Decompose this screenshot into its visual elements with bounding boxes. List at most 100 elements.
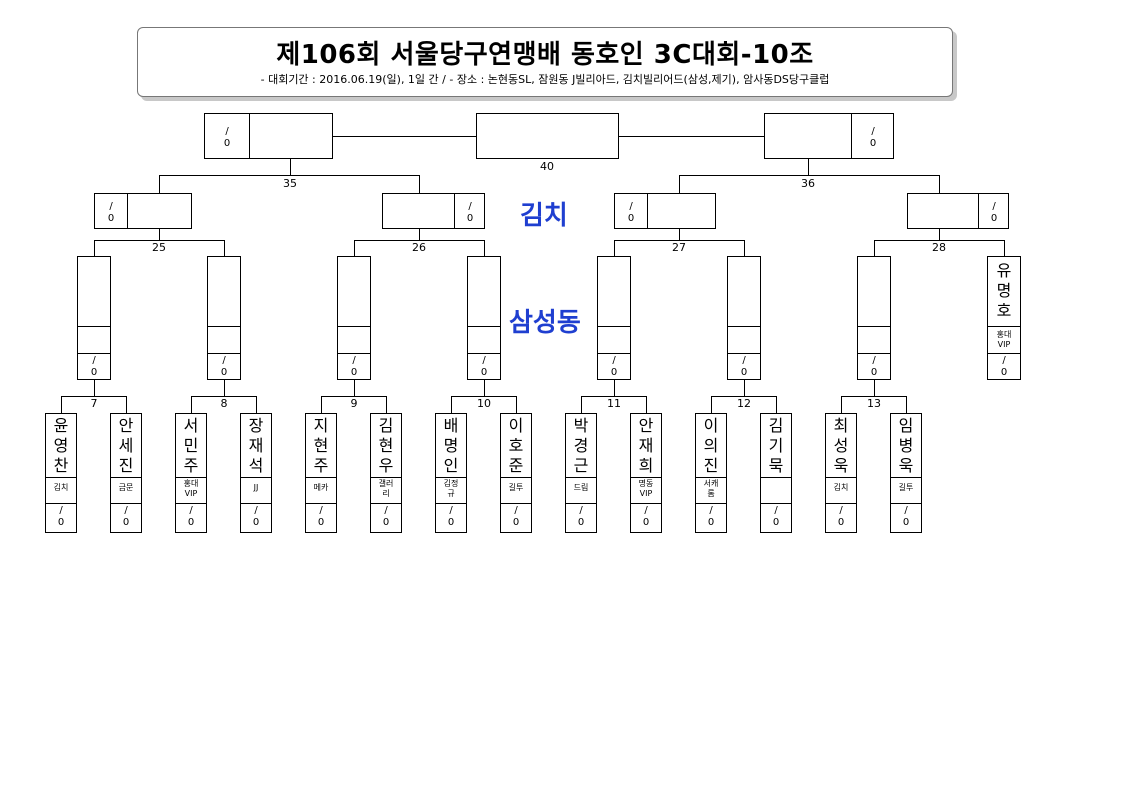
bracket-line xyxy=(874,240,1005,241)
bracket-line xyxy=(159,229,160,240)
player-club: 김정 규 xyxy=(443,479,459,498)
bracket-line xyxy=(321,396,387,397)
player-name: 윤 영 찬 xyxy=(53,416,69,475)
match-number: 40 xyxy=(540,160,554,173)
score-slash: / xyxy=(871,126,875,137)
score-value: 0 xyxy=(107,213,115,224)
score-value: 0 xyxy=(837,517,845,528)
score-slash: / xyxy=(384,505,388,516)
score-value: 0 xyxy=(90,367,98,378)
score-value: 0 xyxy=(512,517,520,528)
player-name: 지 현 주 xyxy=(313,416,329,475)
player-club: 홍대 VIP xyxy=(996,330,1012,349)
semifinal-slot: /0 xyxy=(204,113,333,159)
player-name: 김 현 우 xyxy=(378,416,394,475)
divider xyxy=(858,353,890,354)
bracket-line xyxy=(841,396,842,413)
divider xyxy=(306,477,336,478)
score-value: 0 xyxy=(627,213,635,224)
bracket-line xyxy=(906,396,907,413)
score-value: 0 xyxy=(990,213,998,224)
bracket-line xyxy=(484,380,485,396)
match-number: 28 xyxy=(932,241,946,254)
player-name: 이 의 진 xyxy=(703,416,719,475)
bracket-line xyxy=(191,396,257,397)
divider xyxy=(696,503,726,504)
player-name: 이 호 준 xyxy=(508,416,524,475)
player-club: JJ xyxy=(253,483,259,492)
divider xyxy=(631,503,661,504)
bracket-line xyxy=(614,240,615,256)
score-slash: / xyxy=(514,505,518,516)
bracket-line xyxy=(386,396,387,413)
score-value: 0 xyxy=(1000,367,1008,378)
divider xyxy=(891,477,921,478)
bracket-line xyxy=(419,175,420,193)
divider xyxy=(371,503,401,504)
score-value: 0 xyxy=(317,517,325,528)
score-slash: / xyxy=(124,505,128,516)
score-value: 0 xyxy=(223,138,231,149)
score-value: 0 xyxy=(480,367,488,378)
round2-slot: /0 xyxy=(337,256,371,380)
player-name: 김 기 묵 xyxy=(768,416,784,475)
player-name: 임 병 욱 xyxy=(898,416,914,475)
match-number: 26 xyxy=(412,241,426,254)
bracket-line xyxy=(354,240,355,256)
score-slash: / xyxy=(189,505,193,516)
bracket-line xyxy=(321,396,322,413)
divider xyxy=(647,194,648,228)
player-club: 서캐 롬 xyxy=(703,479,719,498)
round2-slot: /0 xyxy=(857,256,891,380)
player-club: 금문 xyxy=(118,483,134,492)
bracket-line xyxy=(679,175,680,193)
score-value: 0 xyxy=(740,367,748,378)
score-slash: / xyxy=(774,505,778,516)
bracket-line xyxy=(614,240,745,241)
divider xyxy=(46,477,76,478)
divider xyxy=(826,503,856,504)
player-club: 길투 xyxy=(508,483,524,492)
divider xyxy=(761,477,791,478)
divider xyxy=(858,326,890,327)
divider xyxy=(728,326,760,327)
divider xyxy=(176,477,206,478)
score-value: 0 xyxy=(772,517,780,528)
score-slash: / xyxy=(352,355,356,366)
score-value: 0 xyxy=(869,138,877,149)
divider xyxy=(436,503,466,504)
divider xyxy=(696,477,726,478)
divider xyxy=(761,503,791,504)
divider xyxy=(988,353,1020,354)
region-label-samseong: 삼성동 xyxy=(509,308,581,338)
round2-slot: /0 xyxy=(467,256,501,380)
bracket-line xyxy=(61,396,62,413)
match-number: 7 xyxy=(90,397,98,410)
divider xyxy=(241,503,271,504)
match-number: 11 xyxy=(607,397,621,410)
divider xyxy=(249,114,250,158)
score-slash: / xyxy=(579,505,583,516)
divider xyxy=(826,477,856,478)
divider xyxy=(501,477,531,478)
score-value: 0 xyxy=(610,367,618,378)
player-card: 김 기 묵 /0 xyxy=(760,413,792,533)
round3-slot: /0 xyxy=(614,193,716,229)
bracket-line xyxy=(451,396,517,397)
divider xyxy=(111,477,141,478)
player-club: 길투 xyxy=(898,483,914,492)
bracket-line xyxy=(711,396,712,413)
bracket-line xyxy=(159,175,160,193)
divider xyxy=(241,477,271,478)
score-slash: / xyxy=(629,201,633,212)
divider xyxy=(208,326,240,327)
match-number: 8 xyxy=(220,397,228,410)
round3-slot: /0 xyxy=(382,193,485,229)
round3-slot: /0 xyxy=(94,193,192,229)
